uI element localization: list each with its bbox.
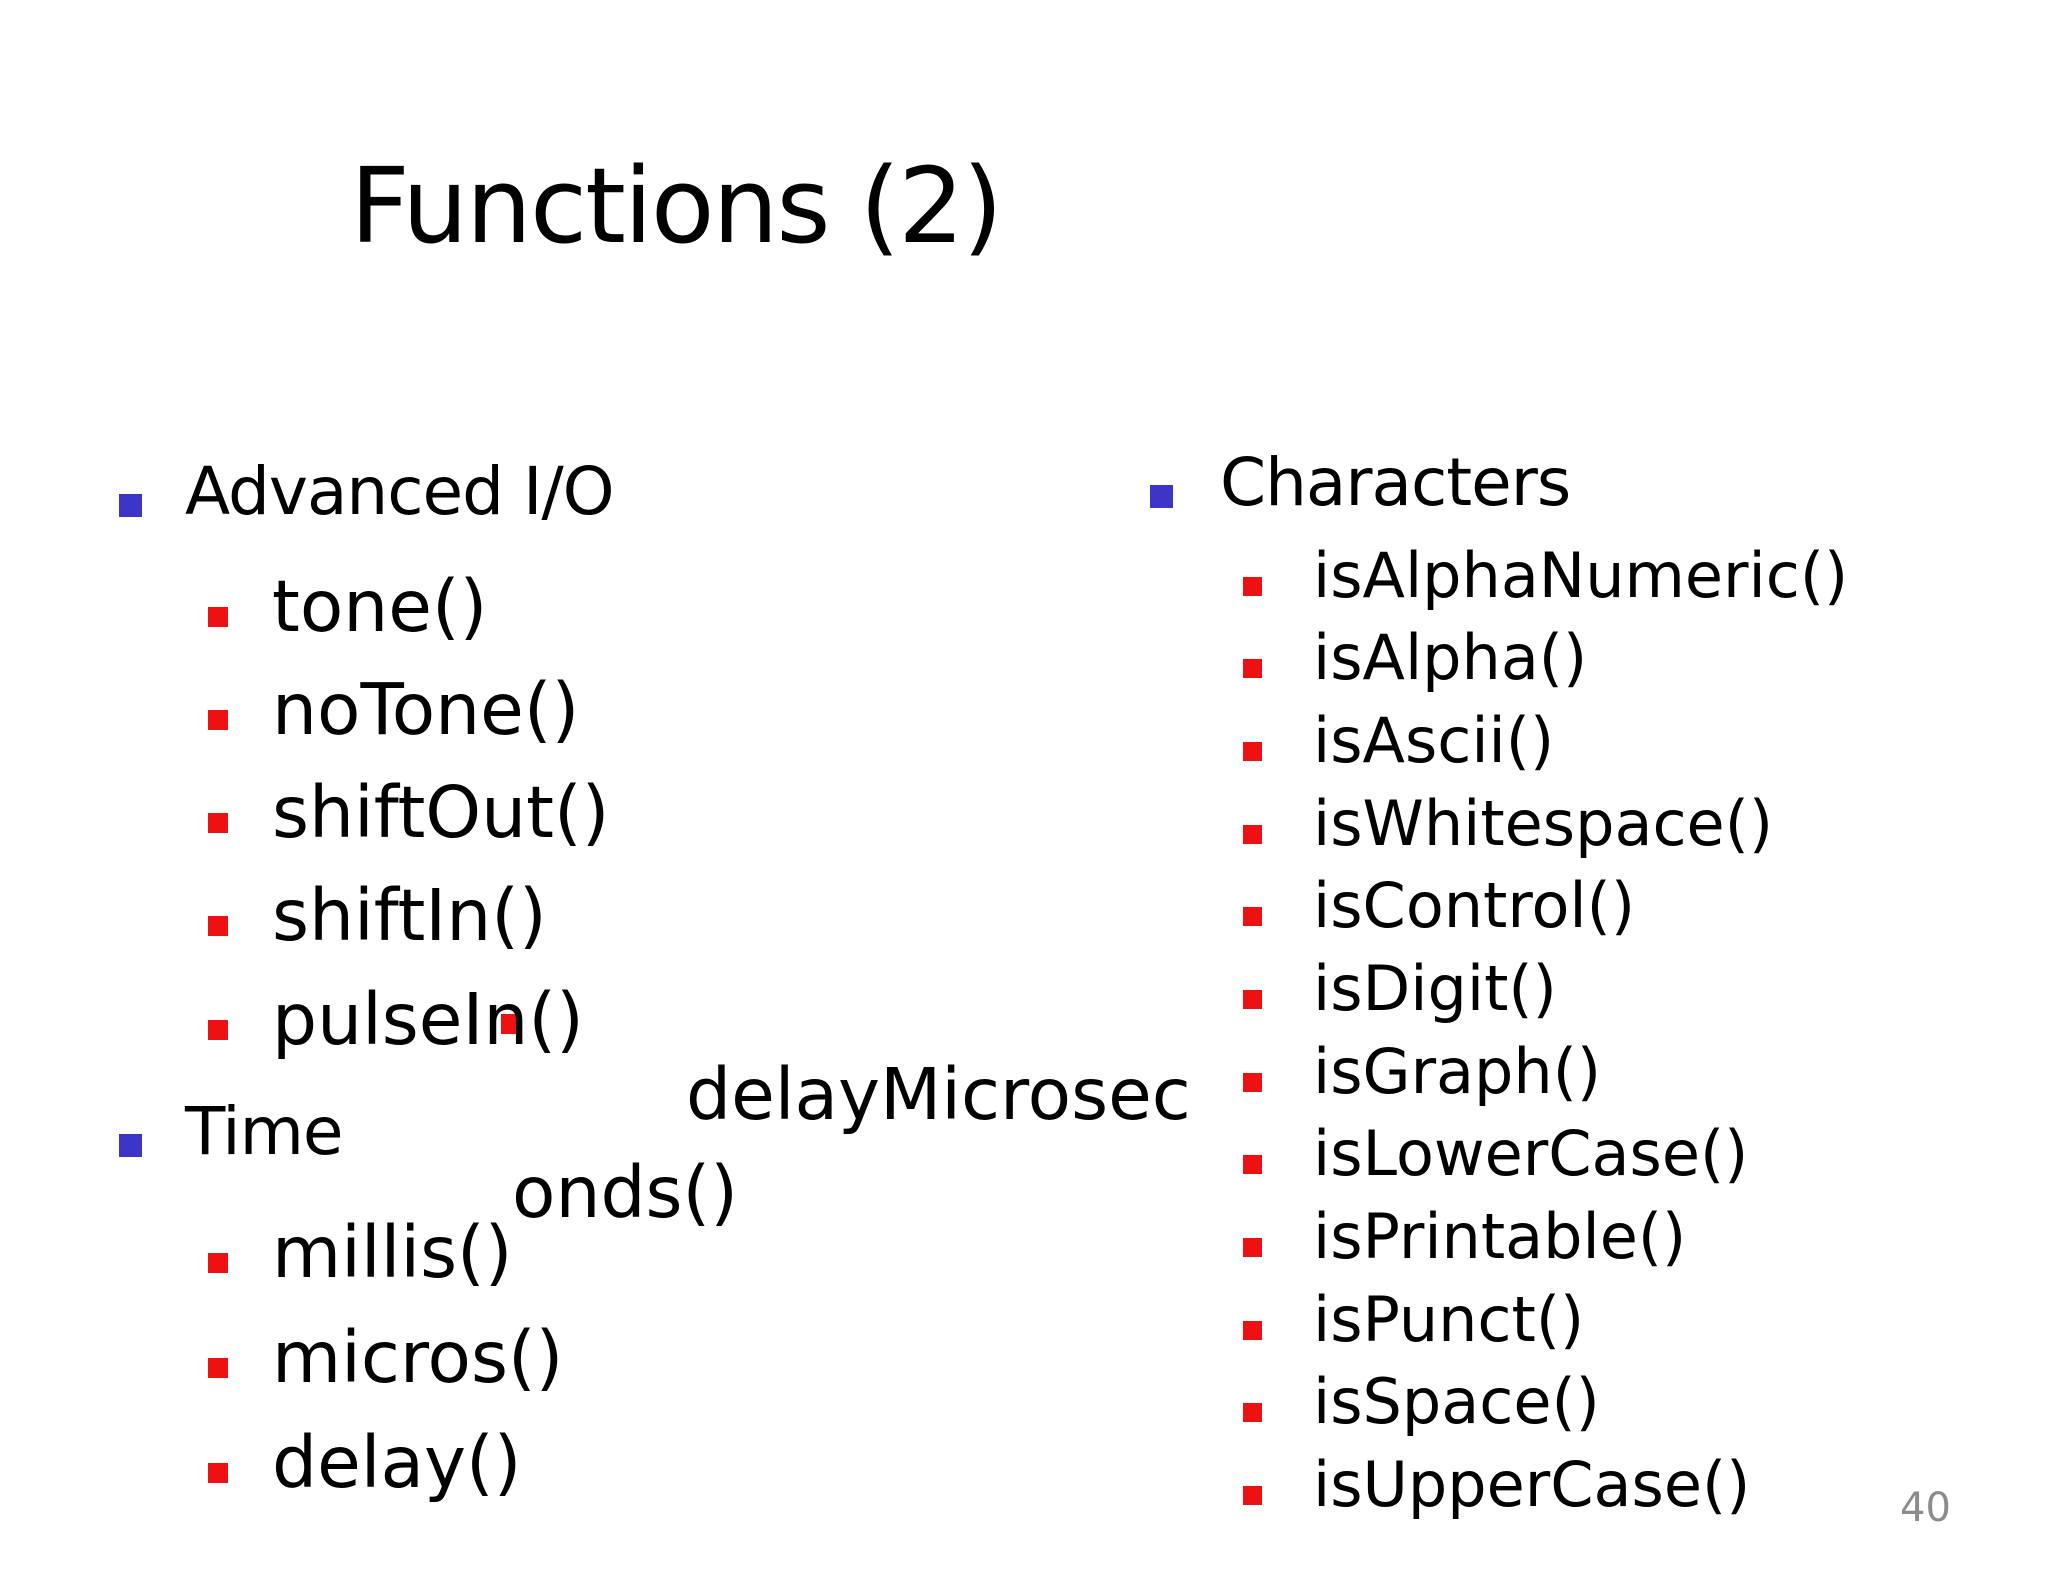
- level2-bullet-square-icon: [1243, 1154, 1262, 1174]
- item-pulsein: pulseIn(): [208, 977, 584, 1062]
- level2-bullet-square-icon: [1243, 658, 1262, 678]
- item-isuppercase: isUpperCase(): [1243, 1448, 1750, 1522]
- level2-bullet-square-icon: [1243, 906, 1262, 926]
- item-isspace: isSpace(): [1243, 1365, 1600, 1439]
- item-label: isControl(): [1313, 869, 1636, 942]
- level2-bullet-square-icon: [1243, 576, 1262, 596]
- item-label: isPrintable(): [1313, 1200, 1687, 1273]
- level2-bullet-square-icon: [208, 915, 228, 936]
- item-label: delay(): [272, 1421, 522, 1504]
- item-isalpha: isAlpha(): [1243, 621, 1587, 695]
- level1-bullet-square-icon: [1150, 485, 1173, 509]
- heading-label: Advanced I/O: [185, 453, 615, 530]
- item-shiftin: shiftIn(): [208, 873, 547, 958]
- item-label: millis(): [272, 1211, 513, 1294]
- item-iscontrol: isControl(): [1243, 869, 1635, 943]
- item-shiftout: shiftOut(): [208, 770, 609, 855]
- item-label: shiftOut(): [272, 771, 610, 854]
- level1-bullet-square-icon: [119, 1134, 142, 1158]
- level2-bullet-square-icon: [1243, 1237, 1262, 1257]
- item-isascii: isAscii(): [1243, 704, 1554, 778]
- misplaced-level2-bullet-square-icon: [501, 1014, 521, 1034]
- item-label: isWhitespace(): [1313, 787, 1774, 860]
- item-ispunct: isPunct(): [1243, 1283, 1584, 1357]
- level2-bullet-square-icon: [1243, 1320, 1262, 1340]
- item-iswhitespace: isWhitespace(): [1243, 787, 1773, 861]
- item-millis: millis(): [208, 1210, 512, 1295]
- level2-bullet-square-icon: [208, 1462, 228, 1483]
- level2-bullet-square-icon: [208, 1019, 228, 1040]
- level2-bullet-square-icon: [1243, 1072, 1262, 1092]
- item-isalphanumeric: isAlphaNumeric(): [1243, 539, 1848, 613]
- item-label: pulseIn(): [272, 978, 584, 1061]
- item-label: isSpace(): [1313, 1365, 1600, 1438]
- overflow-item-delaymicroseconds-line1: delayMicrosec: [686, 1053, 1191, 1136]
- item-label: isAscii(): [1313, 704, 1555, 777]
- item-isdigit: isDigit(): [1243, 952, 1557, 1026]
- level2-bullet-square-icon: [1243, 1402, 1262, 1422]
- heading-label: Characters: [1220, 444, 1571, 521]
- item-micros: micros(): [208, 1315, 563, 1400]
- item-label: micros(): [272, 1316, 564, 1399]
- level2-bullet-square-icon: [1243, 1485, 1262, 1505]
- heading-label: Time: [185, 1093, 344, 1170]
- level2-bullet-square-icon: [1243, 824, 1262, 844]
- level2-bullet-square-icon: [208, 1252, 228, 1273]
- item-label: isPunct(): [1313, 1283, 1585, 1356]
- item-isgraph: isGraph(): [1243, 1035, 1601, 1109]
- page-number: 40: [1900, 1485, 1951, 1531]
- item-notone: noTone(): [208, 667, 579, 752]
- item-isprintable: isPrintable(): [1243, 1200, 1686, 1274]
- heading-time: Time: [119, 1092, 344, 1171]
- item-label: noTone(): [272, 668, 580, 751]
- overflow-item-delaymicroseconds-line2: onds(): [512, 1151, 738, 1234]
- heading-characters: Characters: [1150, 443, 1571, 522]
- item-islowercase: isLowerCase(): [1243, 1117, 1748, 1191]
- level2-bullet-square-icon: [1243, 741, 1262, 761]
- level2-bullet-square-icon: [208, 606, 228, 627]
- item-label: shiftIn(): [272, 874, 547, 957]
- item-label: isUpperCase(): [1313, 1448, 1751, 1521]
- item-label: tone(): [272, 565, 488, 648]
- item-delay: delay(): [208, 1420, 521, 1505]
- level1-bullet-square-icon: [119, 494, 142, 518]
- item-label: isDigit(): [1313, 952, 1557, 1025]
- level2-bullet-square-icon: [208, 1357, 228, 1378]
- level2-bullet-square-icon: [208, 812, 228, 833]
- heading-advanced-io: Advanced I/O: [119, 452, 615, 531]
- item-label: isLowerCase(): [1313, 1117, 1749, 1190]
- level2-bullet-square-icon: [1243, 989, 1262, 1009]
- item-label: isGraph(): [1313, 1035, 1602, 1108]
- slide-title: Functions (2): [350, 145, 1003, 267]
- level2-bullet-square-icon: [208, 709, 228, 730]
- item-label: isAlpha(): [1313, 621, 1588, 694]
- item-label: isAlphaNumeric(): [1313, 539, 1849, 612]
- item-tone: tone(): [208, 564, 487, 649]
